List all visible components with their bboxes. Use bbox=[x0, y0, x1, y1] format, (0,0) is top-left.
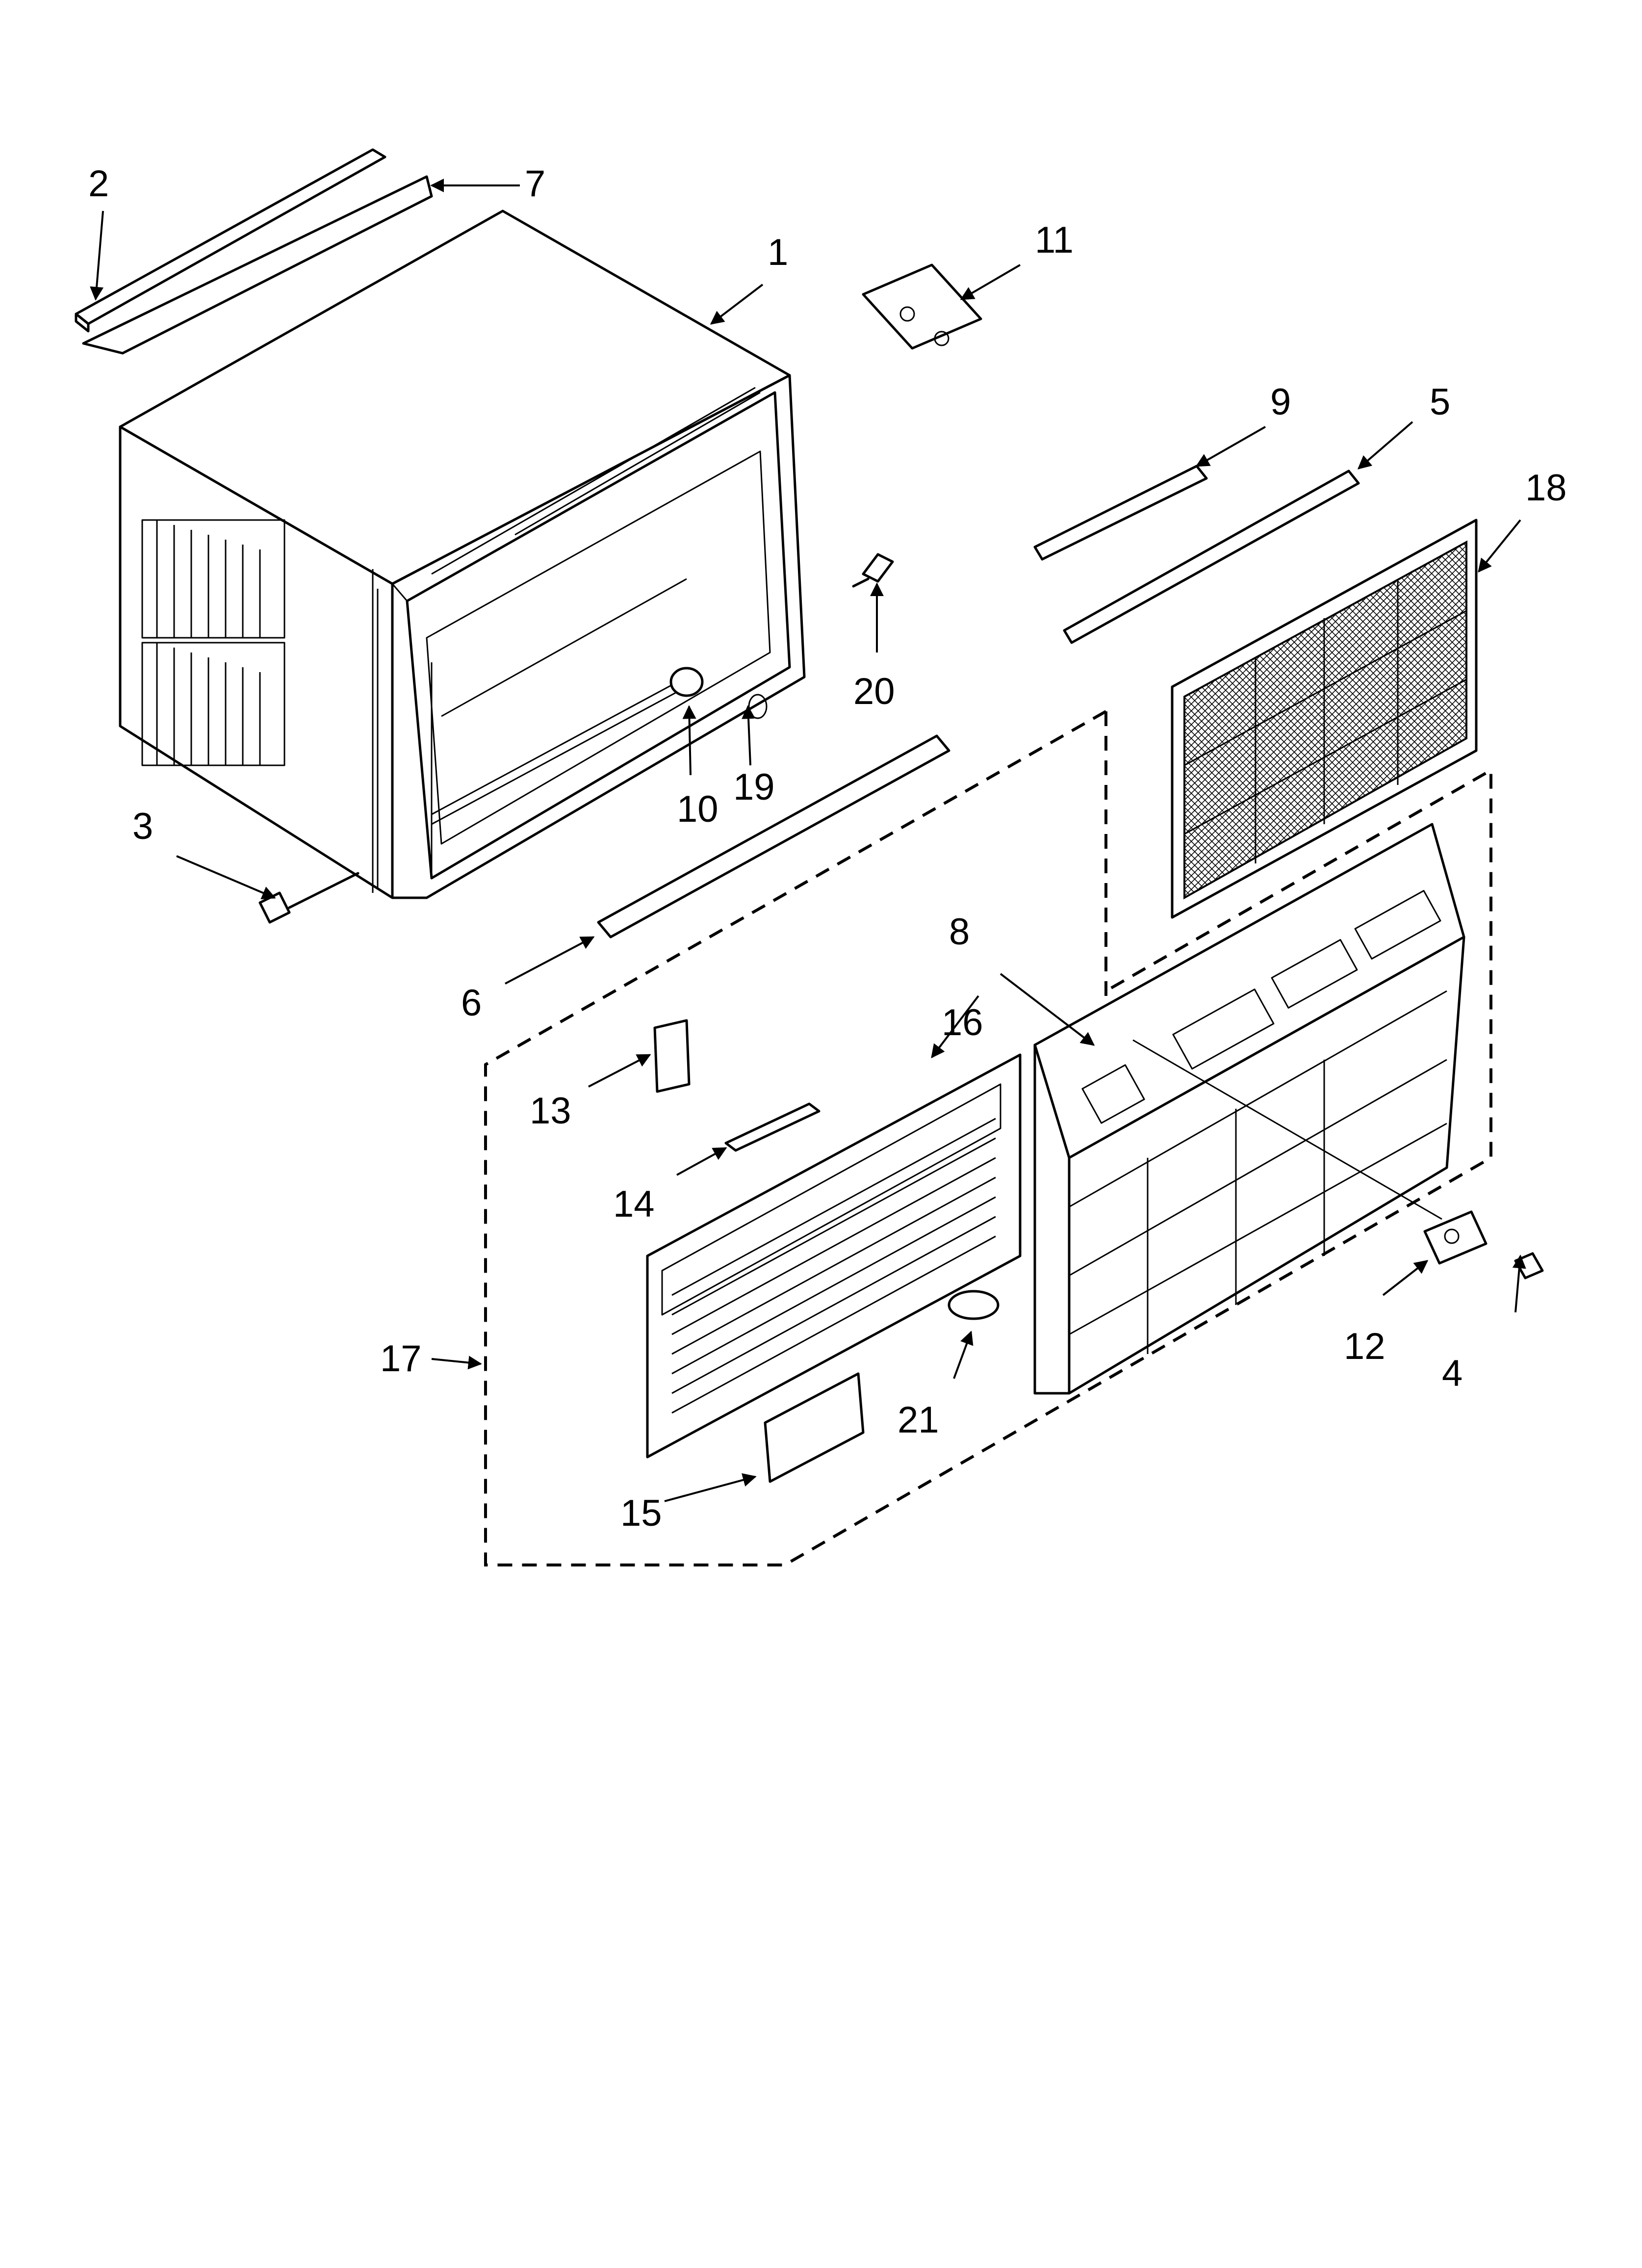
bracket-part bbox=[862, 263, 982, 350]
callout-2: 2 bbox=[88, 163, 109, 205]
cabinet-shell bbox=[119, 209, 806, 899]
foam-bar-6 bbox=[597, 734, 950, 938]
grille-door-16 bbox=[646, 1053, 1022, 1459]
callout-15: 15 bbox=[620, 1492, 662, 1534]
front-panel-8 bbox=[1033, 823, 1465, 1395]
callout-13: 13 bbox=[530, 1090, 571, 1132]
part-12 bbox=[1423, 1210, 1488, 1265]
callout-21: 21 bbox=[898, 1399, 939, 1441]
callout-3: 3 bbox=[132, 806, 153, 847]
callout-12: 12 bbox=[1344, 1326, 1385, 1367]
callout-10: 10 bbox=[677, 788, 718, 830]
foam-strip-9 bbox=[1033, 465, 1208, 561]
leader-lines bbox=[90, 179, 1526, 1502]
nut-10 bbox=[669, 667, 704, 697]
assembly-17-outline-lower bbox=[484, 710, 1492, 1566]
callout-8: 8 bbox=[949, 911, 970, 953]
callout-4: 4 bbox=[1442, 1353, 1462, 1394]
top-angle-strip bbox=[82, 175, 433, 355]
callout-20: 20 bbox=[853, 671, 895, 712]
callout-14: 14 bbox=[613, 1183, 655, 1225]
callout-16: 16 bbox=[942, 1002, 983, 1043]
callout-11: 11 bbox=[1035, 219, 1074, 261]
callout-17: 17 bbox=[380, 1338, 422, 1380]
callout-19: 19 bbox=[733, 766, 775, 808]
callout-18: 18 bbox=[1525, 467, 1567, 509]
part-13 bbox=[653, 1019, 691, 1093]
callout-5: 5 bbox=[1430, 381, 1450, 423]
filter-18 bbox=[1171, 519, 1478, 919]
callout-9: 9 bbox=[1270, 381, 1291, 423]
callout-6: 6 bbox=[461, 982, 482, 1024]
top-seal-strip bbox=[75, 148, 386, 333]
screw-3 bbox=[258, 872, 359, 924]
side-louvers bbox=[141, 519, 285, 766]
callout-1: 1 bbox=[768, 232, 788, 273]
callout-7: 7 bbox=[525, 163, 545, 205]
foam-strip-5 bbox=[1063, 469, 1360, 644]
part-15 bbox=[764, 1372, 865, 1483]
part-14 bbox=[724, 1102, 821, 1152]
screw-20 bbox=[852, 553, 894, 588]
